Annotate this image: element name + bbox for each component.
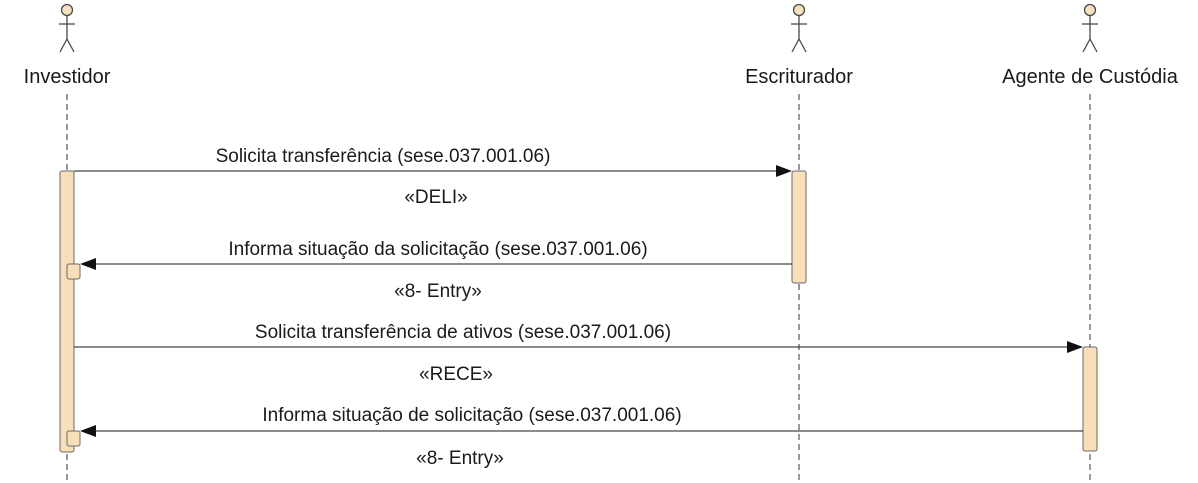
message-label: Informa situação de solicitação (sese.03… — [262, 405, 681, 426]
message-stereotype: «8- Entry» — [416, 448, 504, 469]
message-stereotype: «8- Entry» — [394, 281, 482, 302]
message-stereotype: «RECE» — [419, 364, 493, 385]
arrowhead-right-icon — [776, 165, 792, 177]
actor-stick-figure-icon — [1082, 3, 1098, 53]
message-label: Informa situação da solicitação (sese.03… — [228, 239, 647, 260]
message-4[interactable]: Informa situação de solicitação (sese.03… — [80, 405, 1083, 469]
message-stereotype: «DELI» — [404, 187, 467, 208]
activation-bar-investidor[interactable] — [59, 170, 75, 453]
actor-label-investidor: Investidor — [24, 66, 111, 88]
activation-bar-escriturador[interactable] — [791, 170, 807, 284]
arrowhead-left-icon — [80, 258, 96, 270]
actor-label-escriturador: Escriturador — [745, 66, 853, 88]
actor-agente-de-custodia[interactable]: Agente de Custódia — [1002, 3, 1179, 89]
message-1[interactable]: Solicita transferência (sese.037.001.06)… — [74, 146, 792, 208]
message-label: Solicita transferência de ativos (sese.0… — [255, 322, 671, 343]
actor-investidor[interactable]: Investidor — [24, 3, 111, 89]
actor-stick-figure-icon — [59, 3, 75, 53]
message-label: Solicita transferência (sese.037.001.06) — [216, 146, 551, 167]
actor-escriturador[interactable]: Escriturador — [745, 3, 853, 89]
message-3[interactable]: Solicita transferência de ativos (sese.0… — [74, 322, 1083, 385]
message-2[interactable]: Informa situação da solicitação (sese.03… — [80, 239, 792, 302]
actor-label-agente-de-custodia: Agente de Custódia — [1002, 66, 1179, 88]
activation-bar-investidor-return-1[interactable] — [66, 263, 81, 280]
activation-bar-agente-de-custodia[interactable] — [1082, 346, 1098, 452]
actor-stick-figure-icon — [791, 3, 807, 53]
activation-bar-investidor-return-2[interactable] — [66, 430, 81, 447]
arrowhead-right-icon — [1067, 341, 1083, 353]
arrowhead-left-icon — [80, 425, 96, 437]
